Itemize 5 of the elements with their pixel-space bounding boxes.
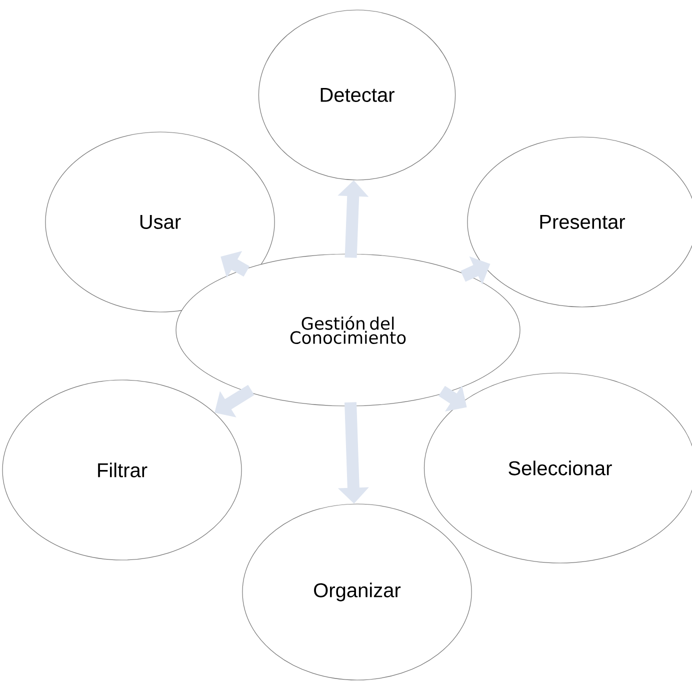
ellipse-node: Gestión del Conocimiento — [176, 254, 520, 406]
ellipse-node: Organizar — [242, 504, 472, 680]
ellipse-node: Filtrar — [2, 380, 242, 560]
ellipse-node: Usar — [45, 132, 275, 312]
ellipse-node: Detectar — [258, 10, 456, 180]
